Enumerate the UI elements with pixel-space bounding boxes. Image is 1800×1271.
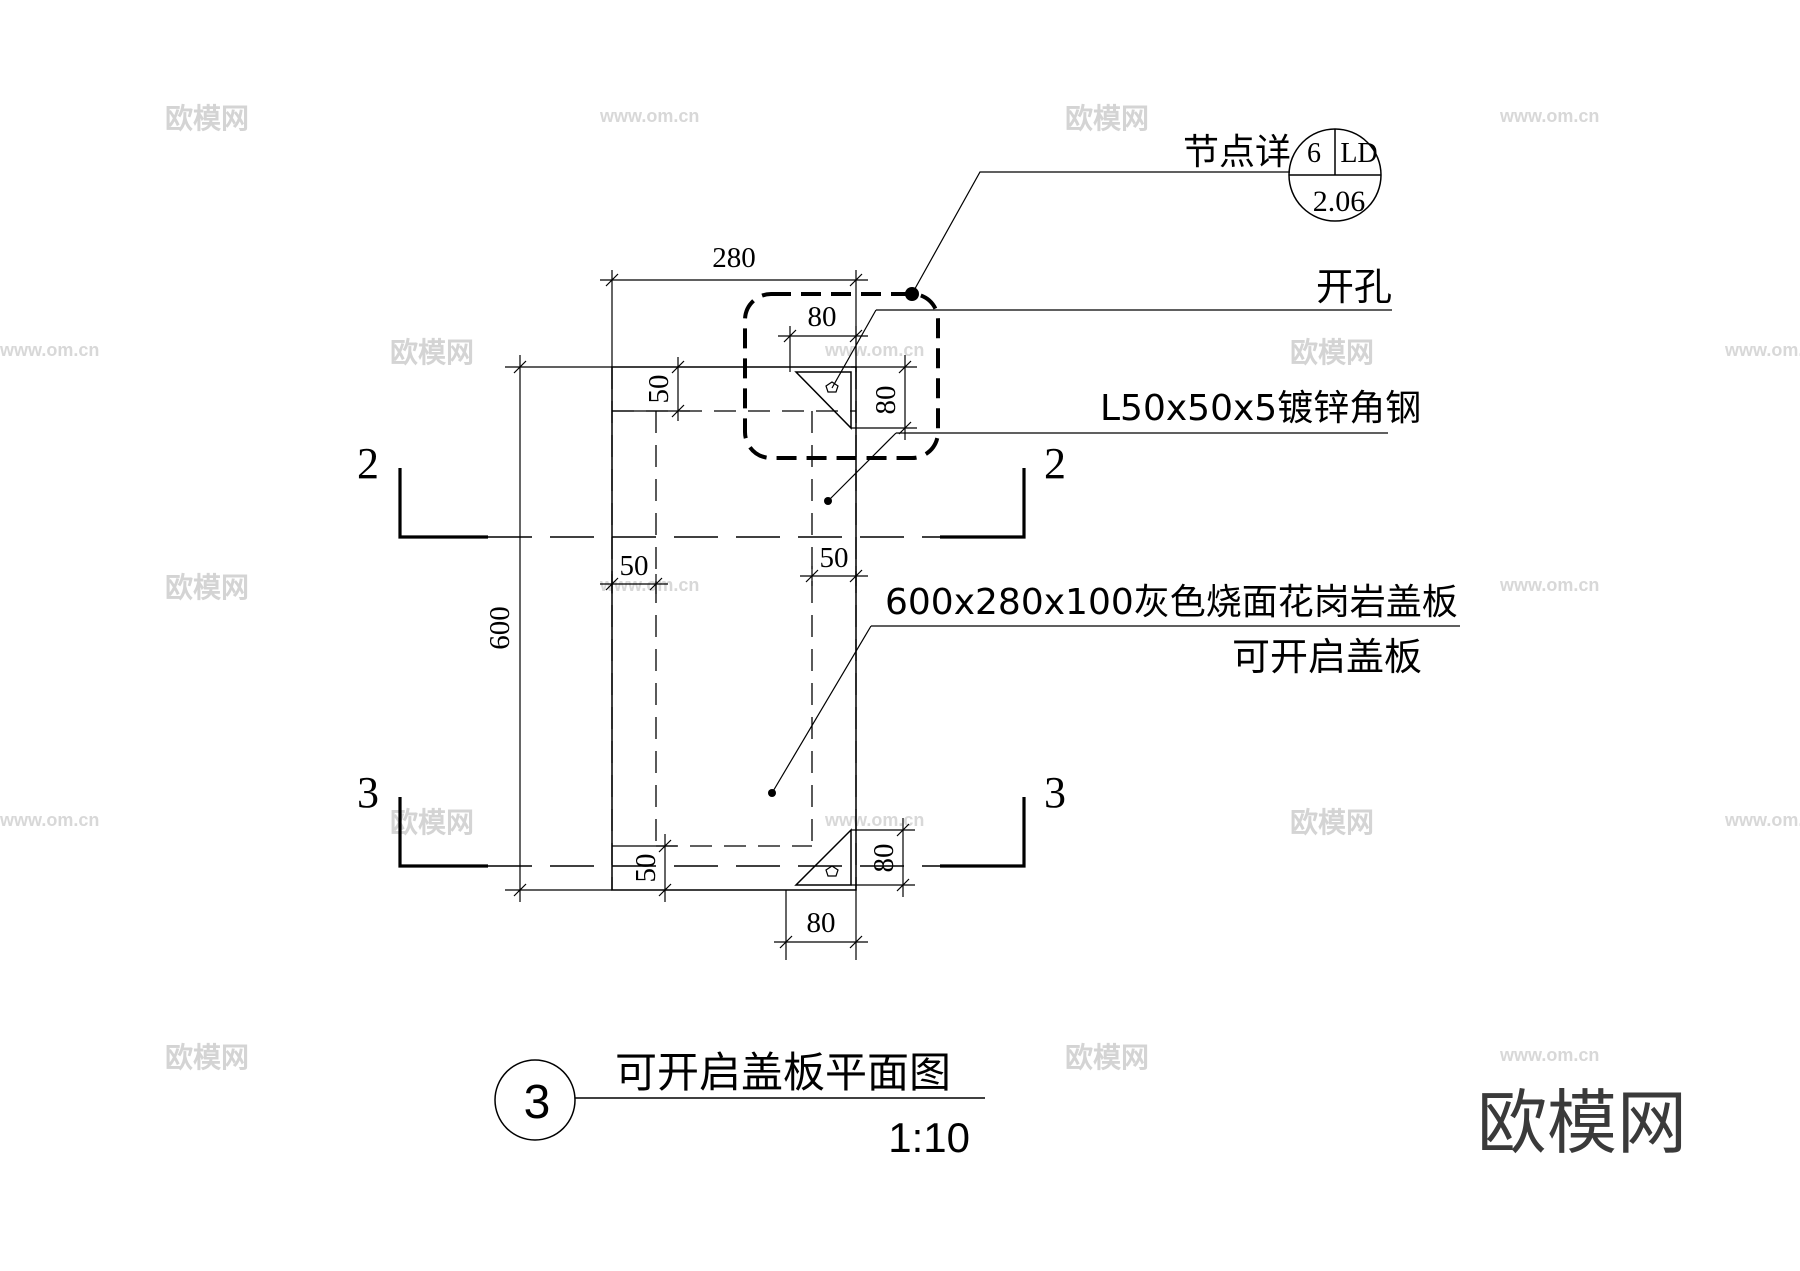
dimension-label-bottom-offset-50: 50 [630,854,662,883]
section-cut-2 [398,468,1026,539]
angle-steel-hidden-lines [611,367,857,890]
watermark-brand: 欧模网 [1065,102,1149,135]
watermark-url: www.om.cn [0,340,99,360]
title-text: 可开启盖板平面图 [615,1048,951,1097]
watermark-grid: 欧模网 欧模网 欧模网 欧模网 欧模网 欧模网 欧模网 欧模网 欧模网 www.… [0,102,1800,1074]
leader-cover-plate [768,625,1460,797]
watermark-brand: 欧模网 [165,102,249,135]
dimension-hole-height-80 [851,355,917,440]
dimension-bottom-height-80 [851,818,915,897]
dimension-height-600 [505,355,612,902]
dimension-label-hole-height-80: 80 [870,386,902,415]
dimension-label-280: 280 [712,242,756,274]
dimension-label-600: 600 [484,606,516,650]
section-mark-2-right: 2 [1044,439,1066,488]
section-mark-2-left: 2 [357,439,379,488]
dimension-label-hole-width-80: 80 [808,301,837,333]
watermark-url: www.om.cn [1499,1045,1599,1065]
watermark-url: www.om.cn [599,106,699,126]
leader-opening [831,309,1392,389]
title-scale: 1:10 [888,1114,970,1161]
watermark-url: www.om.cn [0,810,99,830]
watermark-url: www.om.cn [1499,575,1599,595]
watermark-url: www.om.cn [599,575,699,595]
watermark-url: www.om.cn [1724,340,1800,360]
dimension-right-inset-50 [800,566,868,586]
dimension-bottom-offset-50 [612,834,677,902]
dimension-left-inset-50 [600,574,668,594]
watermark-url: www.om.cn [1499,106,1599,126]
dimension-top-offset-50 [612,357,690,421]
watermark-brand: 欧模网 [1290,806,1374,839]
detail-reference-sheet-code: LD [1340,138,1377,169]
watermark-brand: 欧模网 [165,1041,249,1074]
annotation-angle-steel: L50x50x5镀锌角钢 [1100,388,1421,429]
dimension-label-bottom-width-80: 80 [807,907,836,939]
cover-plate-outline [611,366,857,891]
title-number: 3 [524,1076,551,1129]
watermark-brand: 欧模网 [390,806,474,839]
annotation-cover-plate-line2: 可开启盖板 [1232,635,1422,679]
section-cut-3 [398,797,1026,868]
watermark-url: www.om.cn [824,810,924,830]
annotation-opening: 开孔 [1316,265,1392,309]
lifting-hole-top-right [794,371,852,430]
section-mark-3-left: 3 [357,768,379,817]
dimension-label-left-inset-50: 50 [620,550,649,582]
leader-angle-steel [824,432,1388,505]
watermark-brand: 欧模网 [1065,1041,1149,1074]
detail-reference-text: 节点详 [1183,132,1291,173]
watermark-url: www.om.cn [824,340,924,360]
watermark-brand: 欧模网 [165,571,249,604]
detail-reference-sheet-number: 2.06 [1313,185,1366,218]
watermark-brand: 欧模网 [1290,336,1374,369]
annotation-cover-plate-line1: 600x280x100灰色烧面花岗岩盖板 [885,582,1458,623]
dimension-label-top-offset-50: 50 [643,375,675,404]
detail-reference-number: 6 [1307,138,1321,169]
dimension-bottom-width-80 [774,890,868,960]
dimension-label-right-inset-50: 50 [820,542,849,574]
dimension-label-bottom-height-80: 80 [868,844,900,873]
detail-callout-box [743,292,940,460]
watermark-url: www.om.cn [1724,810,1800,830]
watermark-brand: 欧模网 [390,336,474,369]
title-block [494,1059,985,1141]
lifting-hole-bottom-left [794,828,852,886]
dimension-hole-width-80 [778,326,868,372]
leader-detail-reference [905,171,1290,301]
brand-logo: 欧模网 [1477,1082,1687,1164]
detail-reference-symbol [1288,128,1382,222]
section-mark-3-right: 3 [1044,768,1066,817]
